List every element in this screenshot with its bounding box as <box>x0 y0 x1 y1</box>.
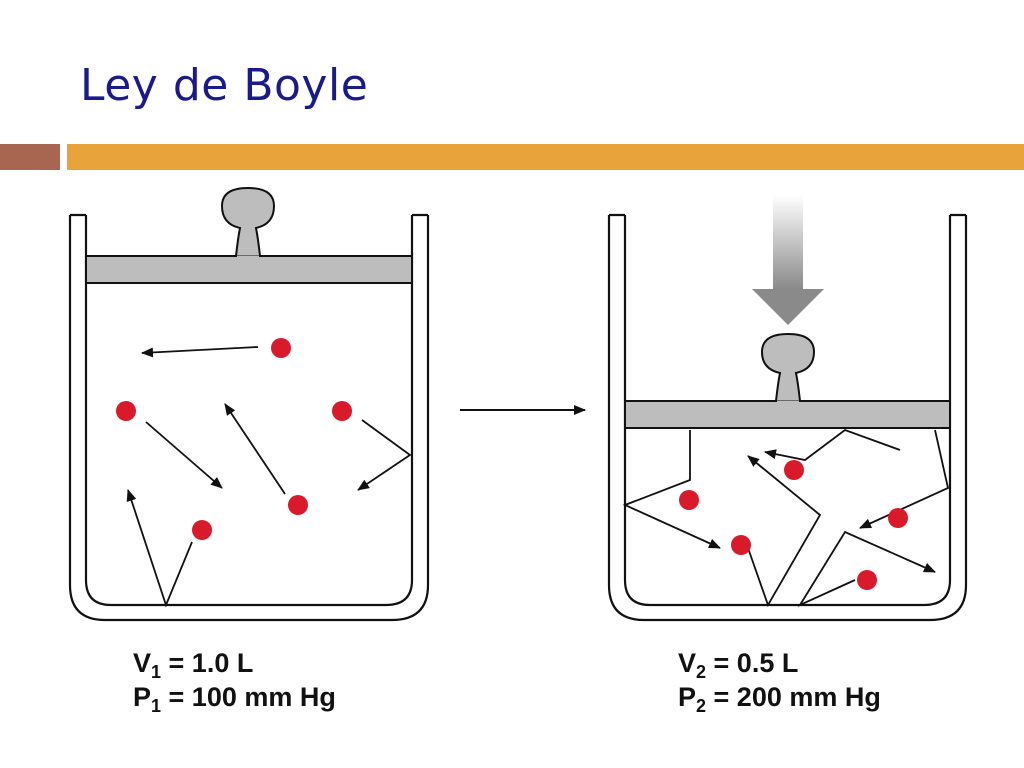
piston-plate <box>624 400 951 429</box>
pressure-label-1: P1 = 100 mm Hg <box>133 682 336 716</box>
cylinder-outer-wall <box>68 215 430 622</box>
molecules-2 <box>679 460 908 590</box>
volume-label-2: V2 = 0.5 L <box>678 648 799 682</box>
piston-handle <box>220 186 276 257</box>
molecules-1 <box>116 338 352 540</box>
gas-molecule <box>679 490 699 510</box>
gas-molecule <box>271 338 291 358</box>
piston-1 <box>85 186 413 284</box>
cylinder-outer-wall <box>607 215 968 622</box>
gas-molecule <box>784 460 804 480</box>
gas-molecule <box>116 401 136 421</box>
gas-molecule <box>332 401 352 421</box>
gas-molecule <box>192 520 212 540</box>
pressure-arrow <box>752 195 824 325</box>
title-bar-accent-left <box>0 144 60 170</box>
gas-molecule <box>288 495 308 515</box>
cylinder-inner-wall <box>84 215 414 607</box>
gas-molecule <box>731 535 751 555</box>
piston-plate <box>85 255 413 284</box>
container-state-1 <box>68 186 430 622</box>
gas-molecule <box>857 570 877 590</box>
pressure-label-2: P2 = 200 mm Hg <box>678 682 881 716</box>
title-bar-accent-right <box>67 144 1024 170</box>
cylinder-inner-wall <box>623 215 952 607</box>
container-state-2 <box>607 195 968 622</box>
volume-label-1: V1 = 1.0 L <box>133 648 254 682</box>
molecule-paths-1 <box>126 346 412 608</box>
slide-title: Ley de Boyle <box>80 60 369 111</box>
gas-molecule <box>888 508 908 528</box>
piston-handle <box>760 332 816 402</box>
piston-2 <box>624 332 951 429</box>
molecule-paths-2 <box>622 428 950 608</box>
